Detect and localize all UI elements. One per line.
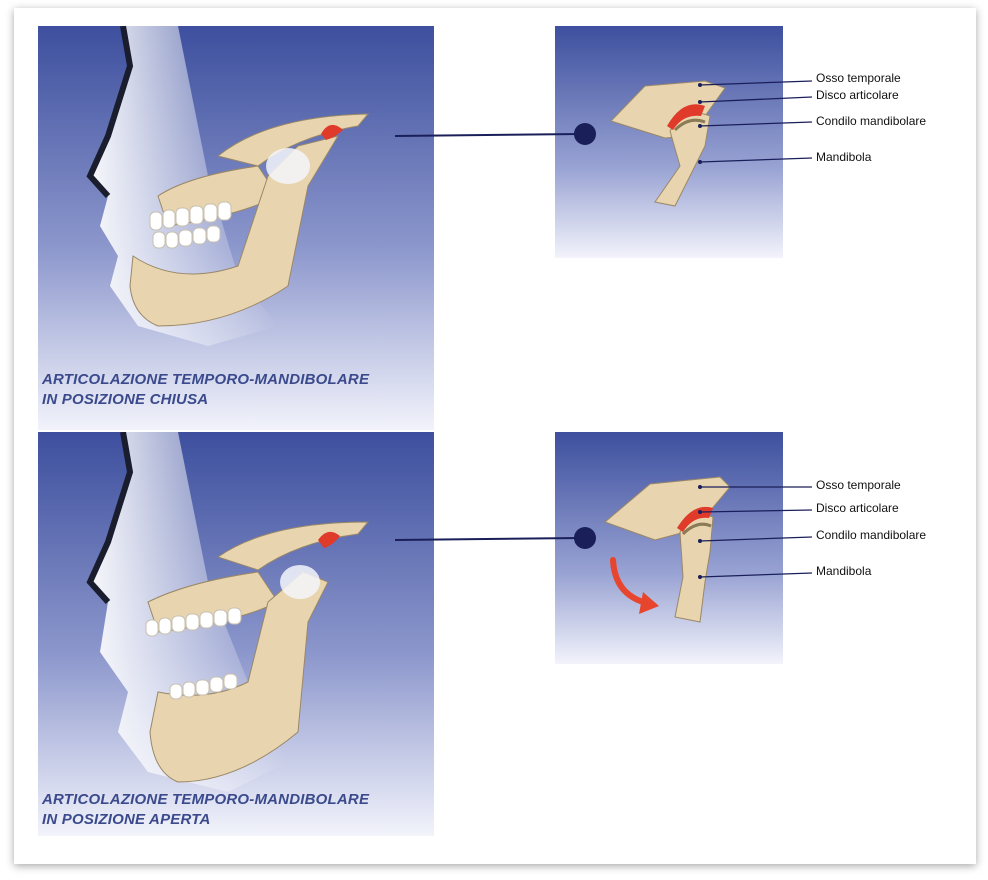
- open-jaw-illustration: [38, 432, 434, 836]
- closed-jaw-illustration: [38, 26, 434, 430]
- label-osso-temporale-closed: Osso temporale: [816, 71, 901, 85]
- label-disco-articolare-open: Disco articolare: [816, 501, 899, 515]
- closed-joint-detail: [555, 26, 783, 258]
- label-mandibola-open: Mandibola: [816, 564, 872, 578]
- closed-caption: ARTICOLAZIONE TEMPORO-MANDIBOLARE IN POS…: [42, 370, 369, 410]
- closed-caption-line1: ARTICOLAZIONE TEMPORO-MANDIBOLARE: [42, 371, 370, 388]
- label-mandibola-closed: Mandibola: [816, 150, 872, 164]
- open-caption: ARTICOLAZIONE TEMPORO-MANDIBOLARE IN POS…: [42, 790, 369, 830]
- closed-caption-line2: IN POSIZIONE CHIUSA: [42, 391, 209, 408]
- label-condilo-mandibolare-closed: Condilo mandibolare: [816, 114, 927, 128]
- label-disco-articolare-closed: Disco articolare: [816, 88, 899, 102]
- open-caption-line1: ARTICOLAZIONE TEMPORO-MANDIBOLARE: [42, 791, 370, 808]
- open-caption-line2: IN POSIZIONE APERTA: [42, 811, 211, 828]
- label-condilo-mandibolare-open: Condilo mandibolare: [816, 528, 927, 542]
- open-joint-detail: [555, 432, 783, 664]
- label-osso-temporale-open: Osso temporale: [816, 478, 901, 492]
